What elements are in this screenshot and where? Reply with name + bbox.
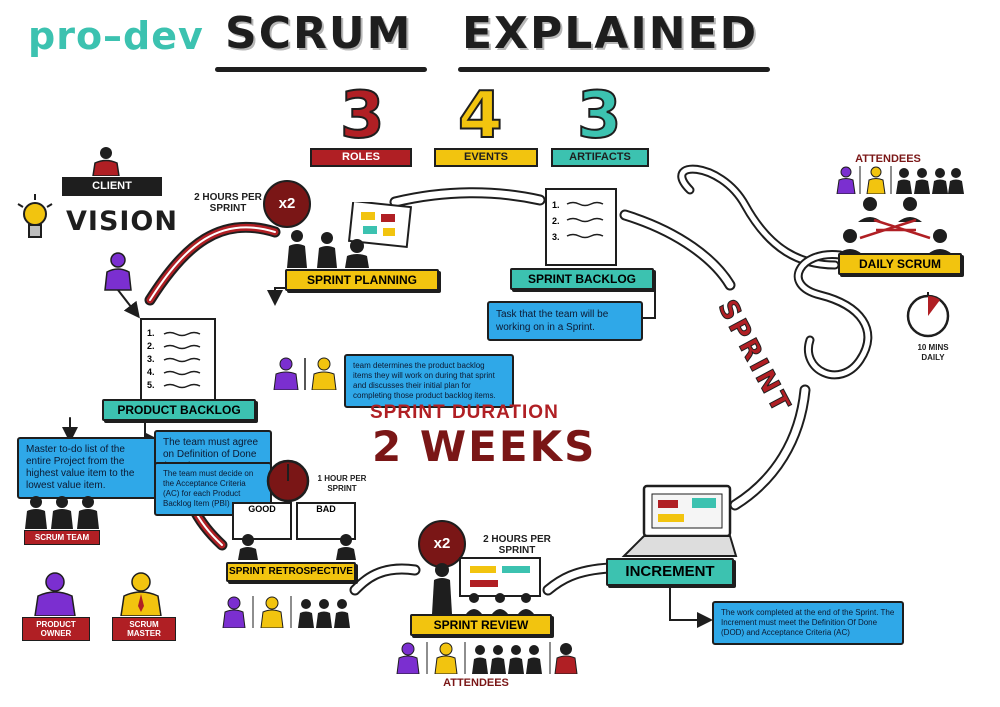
roles-count: 3 — [339, 79, 386, 153]
sprint-review-attendees-label: ATTENDEES — [443, 677, 509, 689]
bad-board: BAD — [296, 502, 356, 540]
daily-scrum-timebox: 10 MINS DAILY — [917, 343, 949, 362]
retrospective-team-icon — [238, 534, 356, 560]
sprint-backlog-note: Task that the team will be working on in… — [487, 301, 643, 341]
sprint-backlog-document: 1. 2. 3. — [545, 188, 617, 266]
po-sm-attendees-icon — [273, 357, 337, 390]
sprint-retrospective-label: SPRINT RETROSPECTIVE — [226, 562, 356, 582]
scrum-master-label: SCRUM MASTER — [112, 617, 176, 641]
product-owner-label: PRODUCT OWNER — [22, 617, 90, 641]
sprint-backlog-label: SPRINT BACKLOG — [510, 268, 654, 290]
client-label: CLIENT — [62, 177, 162, 196]
events-label: EVENTS — [434, 148, 538, 167]
product-backlog-label: PRODUCT BACKLOG — [102, 399, 256, 421]
sprint-planning-timebox: 2 HOURS PER SPRINT — [194, 192, 262, 214]
pro-dev-logo: pro–dev — [28, 14, 204, 58]
product-owner-figure-icon — [104, 252, 132, 291]
sb-item-number: 3. — [552, 232, 560, 242]
increment-note: The work completed at the end of the Spr… — [712, 601, 904, 645]
title-scrum: SCRUM — [225, 8, 413, 59]
scrum-master-icon — [120, 572, 162, 616]
vision-title: VISION — [66, 206, 178, 237]
bad-label: BAD — [316, 504, 336, 514]
planning-board-team-icon — [287, 202, 413, 268]
sprint-duration-caption: SPRINT DURATION — [370, 402, 559, 423]
sprint-planning-note: team determines the product backlog item… — [344, 354, 514, 408]
daily-scrum-circle-icon — [838, 197, 952, 254]
pb-item-number: 1. — [147, 328, 155, 338]
scrum-team-icon — [25, 496, 99, 529]
daily-scrum-label: DAILY SCRUM — [838, 253, 962, 275]
sprint-planning-multiplier: x2 — [263, 180, 311, 228]
sprint-review-timebox: 2 HOURS PER SPRINT — [483, 534, 551, 556]
pb-item-number: 2. — [147, 341, 155, 351]
daily-scrum-attendees-icon — [836, 166, 964, 194]
roles-label: ROLES — [310, 148, 412, 167]
pb-item-number: 5. — [147, 380, 155, 390]
sprint-review-presentation-icon — [432, 557, 541, 614]
events-count: 4 — [457, 79, 504, 153]
sprint-duration-value: 2 WEEKS — [372, 422, 597, 471]
increment-laptop-icon — [621, 484, 738, 557]
sprint-review-attendees-icon — [396, 642, 578, 674]
lightbulb-icon — [17, 194, 53, 238]
sb-item-number: 1. — [552, 200, 560, 210]
pb-item-number: 3. — [147, 354, 155, 364]
retrospective-clock-icon — [266, 459, 310, 502]
sprint-review-label: SPRINT REVIEW — [410, 614, 552, 636]
increment-label: INCREMENT — [606, 558, 734, 586]
artifacts-label: ARTIFACTS — [551, 148, 649, 167]
title-explained: EXPLAINED — [462, 8, 759, 59]
title-underline-right — [458, 67, 770, 72]
product-owner-icon — [34, 572, 76, 616]
title-underline-left — [215, 67, 427, 72]
good-board: GOOD — [232, 502, 292, 540]
retrospective-attendees-icon — [222, 596, 350, 628]
pb-item-number: 4. — [147, 367, 155, 377]
sb-item-number: 2. — [552, 216, 560, 226]
sprint-retrospective-timebox: 1 HOUR PER SPRINT — [317, 474, 367, 493]
product-backlog-document: 1. 2. 3. 4. 5. — [140, 318, 216, 404]
artifacts-count: 3 — [576, 79, 623, 153]
daily-scrum-attendees-label: ATTENDEES — [855, 153, 921, 165]
product-backlog-note: Master to-do list of the entire Project … — [17, 437, 159, 499]
daily-scrum-clock-icon — [906, 292, 950, 338]
client-person-icon — [92, 147, 120, 176]
sprint-planning-label: SPRINT PLANNING — [285, 269, 439, 291]
scrum-team-label: SCRUM TEAM — [24, 530, 100, 545]
good-label: GOOD — [248, 504, 276, 514]
